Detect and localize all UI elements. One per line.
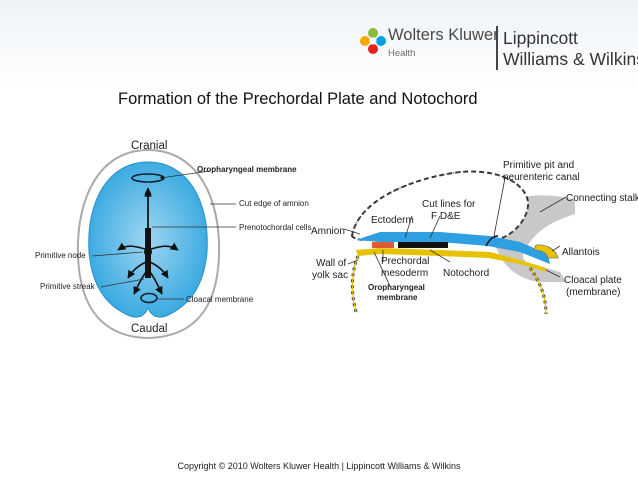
- label-prenotochordal-cells: Prenotochordal cells: [239, 223, 311, 232]
- publisher-name-line1: Lippincott: [503, 28, 578, 48]
- endoderm-layer: [356, 248, 546, 272]
- publisher-name-line2: Williams & Wilkins: [503, 49, 638, 69]
- label-cranial: Cranial: [131, 140, 167, 152]
- label-oropharyngeal-membrane-left: Oropharyngeal membrane: [197, 165, 297, 174]
- brand-name: Wolters Kluwer: [388, 26, 499, 44]
- brand-subtitle: Health: [388, 48, 416, 59]
- header-banner: Wolters Kluwer Health Lippincott William…: [0, 0, 638, 88]
- label-amnion: Amnion: [311, 226, 345, 237]
- brand-divider: [496, 26, 498, 70]
- label-cut-lines-line1: Cut lines for: [422, 199, 476, 210]
- label-primitive-pit-line1: Primitive pit and: [503, 160, 574, 171]
- label-wall-of-yolk-sac-line1: Wall of: [316, 258, 346, 269]
- label-cloacal-plate-line1: Cloacal plate: [564, 275, 622, 286]
- wolters-kluwer-logo-icon: [360, 28, 386, 54]
- label-caudal: Caudal: [131, 323, 167, 335]
- oropharyngeal-membrane-mark: [131, 173, 165, 183]
- label-connecting-stalk: Connecting stalk: [566, 193, 638, 204]
- copyright-footer: Copyright © 2010 Wolters Kluwer Health |…: [177, 461, 461, 471]
- label-primitive-pit-line2: neurenteric canal: [503, 172, 580, 183]
- label-cloacal-membrane: Cloacal membrane: [186, 295, 254, 304]
- notochord: [398, 242, 448, 248]
- label-cloacal-plate-line2: (membrane): [566, 287, 620, 298]
- publisher-logo: Wolters Kluwer Health Lippincott William…: [360, 24, 638, 72]
- label-ectoderm: Ectoderm: [371, 215, 414, 226]
- label-prechordal-line1: Prechordal: [381, 256, 429, 267]
- ectoderm-layer: [356, 232, 550, 264]
- label-primitive-streak: Primitive streak: [40, 282, 96, 291]
- cloacal-membrane-mark: [140, 292, 158, 304]
- left-embryo-figure: Cranial Caudal Oropharyngeal membrane Cu…: [35, 140, 311, 340]
- slide-title: Formation of the Prechordal Plate and No…: [118, 90, 478, 108]
- right-embryo-figure: Primitive pit and neurenteric canal Conn…: [311, 160, 638, 315]
- label-cut-lines-line2: F D&E: [431, 211, 461, 222]
- label-notochord: Notochord: [443, 268, 489, 279]
- allantois: [533, 244, 559, 259]
- label-allantois: Allantois: [562, 247, 600, 258]
- label-oropharyngeal-line2: membrane: [377, 293, 418, 302]
- label-prechordal-line2: mesoderm: [381, 268, 428, 279]
- label-oropharyngeal-line1: Oropharyngeal: [368, 283, 425, 292]
- label-wall-of-yolk-sac-line2: yolk sac: [312, 270, 348, 281]
- prechordal-mesoderm: [372, 242, 394, 248]
- label-cut-edge-of-amnion: Cut edge of amnion: [239, 199, 309, 208]
- label-primitive-node: Primitive node: [35, 251, 86, 260]
